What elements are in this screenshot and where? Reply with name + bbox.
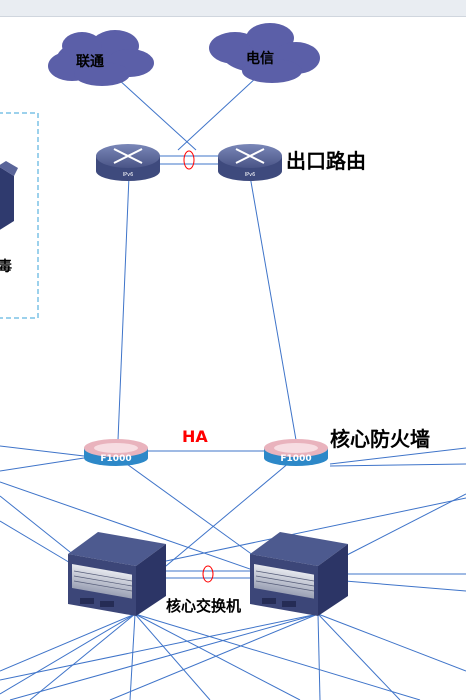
core-firewall-label: 核心防火墙 (330, 427, 430, 451)
cut-off-label: 毒 (0, 258, 12, 275)
firewall-left-icon: F1000 (84, 439, 148, 466)
router-right-icon: IPv6 (218, 144, 282, 181)
router-left-tag: IPv6 (123, 172, 134, 178)
core-switch-label: 核心交换机 (166, 597, 241, 615)
router-link-bundle-mark (183, 150, 195, 170)
firewall-right-icon: F1000 (264, 439, 328, 466)
firewall-left-tag: F1000 (100, 454, 131, 464)
core-switch-right-icon (250, 532, 348, 616)
dashed-zone-box (0, 112, 39, 319)
network-topology-diagram: 毒 (0, 23, 466, 700)
cloud-unicom: 联通 (48, 30, 154, 86)
partial-device-icon (0, 161, 18, 230)
cloud-telecom-label: 电信 (246, 50, 274, 67)
router-left-icon: IPv6 (96, 144, 160, 181)
ha-label: HA (182, 427, 208, 446)
firewall-right-tag: F1000 (280, 454, 311, 464)
router-right-tag: IPv6 (245, 172, 256, 178)
core-switch-left-icon (68, 532, 166, 616)
switch-link-bundle-mark (202, 565, 214, 583)
links (0, 75, 466, 700)
cloud-telecom: 电信 (209, 23, 320, 83)
exit-router-label: 出口路由 (286, 149, 366, 173)
cloud-unicom-label: 联通 (76, 54, 104, 70)
window-top-bar (0, 0, 466, 17)
